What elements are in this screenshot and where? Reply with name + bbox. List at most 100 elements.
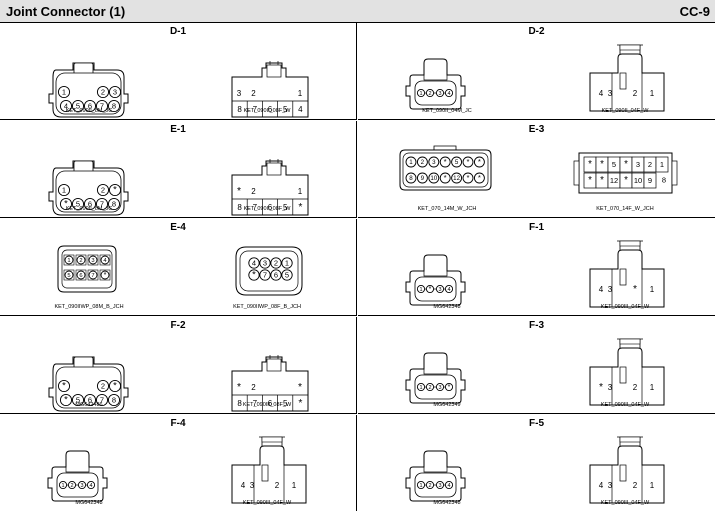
pin-label: 1 [61, 483, 64, 489]
pin-label: 3 [250, 481, 255, 490]
pin: 3 [435, 284, 445, 294]
right-connector-label: KET_090II_04F_W [601, 108, 649, 114]
page-code: CC-9 [679, 4, 710, 19]
pin-label: 2 [79, 258, 82, 264]
pin: 4 [444, 88, 454, 98]
pin-label: 4 [447, 483, 450, 489]
pin-label: 7 [100, 396, 104, 405]
pin: 7 [95, 197, 109, 211]
pin: 8 [107, 197, 121, 211]
pin-label: 2 [428, 385, 431, 391]
pin-label: 9 [648, 176, 652, 185]
right-connector-label: KET_090III_04F_W [242, 500, 292, 506]
pin-label: 8 [112, 396, 116, 405]
cell-title: D-2 [528, 26, 545, 37]
pin: 2 [67, 480, 77, 490]
cell-title: F-3 [529, 320, 544, 331]
pin-label: 2 [101, 88, 105, 97]
pin: 4 [59, 99, 73, 113]
pin-label: 5 [455, 159, 459, 166]
page-header: Joint Connector (1) CC-9 [0, 0, 715, 23]
pin: 8 [107, 99, 121, 113]
pin: 1 [58, 480, 68, 490]
pin: * [462, 156, 474, 168]
pin-label: 1 [650, 285, 655, 294]
pin-label: 7 [91, 273, 94, 279]
pin-label: 2 [251, 187, 256, 196]
pin-label: 5 [283, 203, 288, 212]
pin-label: 6 [88, 200, 92, 209]
pin-label: * [298, 202, 302, 213]
pin-label: 5 [285, 271, 289, 280]
pin: 9 [416, 172, 428, 184]
pin-label: 8 [237, 203, 242, 212]
left-connector-label: KET_070_14M_W_JCH [417, 206, 477, 212]
pin-label: * [252, 270, 256, 280]
pin: 1 [416, 284, 426, 294]
pin-label: * [466, 173, 469, 182]
connector-housing [231, 160, 309, 216]
pin: 2 [96, 85, 110, 99]
pin-label: * [466, 157, 469, 166]
pin-label: 3 [263, 259, 267, 268]
pin: 4 [444, 284, 454, 294]
pin-label: 5 [612, 160, 616, 169]
pin: 8 [405, 172, 417, 184]
pin: 3 [259, 257, 271, 269]
right-connector-label: KET_090III_08F_W [242, 402, 292, 408]
pin-label: * [588, 159, 592, 170]
pin-label: 1 [419, 483, 422, 489]
pin: * [439, 172, 451, 184]
pin-label: 4 [64, 102, 68, 111]
pin: 3 [88, 255, 98, 265]
cell-title: F-1 [529, 222, 544, 233]
pin-label: * [113, 185, 117, 195]
pin-label: 1 [650, 383, 655, 392]
pin-label: 2 [275, 481, 280, 490]
pin-label: 1 [409, 159, 413, 166]
pin-label: 5 [67, 273, 70, 279]
pin-label: 7 [100, 102, 104, 111]
cell-title: D-1 [169, 26, 187, 37]
pin-label: * [104, 270, 107, 279]
pin: * [57, 379, 71, 393]
cell-title: F-2 [170, 320, 186, 331]
left-connector-label: MG642349 [433, 402, 461, 408]
connector-housing [589, 249, 665, 308]
pin-label: 1 [285, 259, 289, 268]
pin-label: 1 [660, 160, 664, 169]
pin-label: 6 [268, 203, 273, 212]
pin-label: 3 [432, 159, 436, 166]
cell-title: F-5 [529, 418, 544, 429]
right-connector-label: KET_090II_08F_W [243, 108, 291, 114]
pin-label: 3 [608, 481, 613, 490]
pin-label: 12 [453, 175, 460, 182]
pin: 7 [95, 99, 109, 113]
pin-label: 7 [263, 271, 267, 280]
pin: 1 [57, 183, 71, 197]
pin: 10 [428, 172, 440, 184]
pin: 6 [83, 393, 97, 407]
pin-label: 2 [648, 160, 652, 169]
pin-label: 4 [252, 259, 256, 268]
pin-label: 3 [438, 385, 441, 391]
pin-label: 7 [253, 399, 258, 408]
pin: * [444, 382, 454, 392]
pin: * [108, 183, 122, 197]
